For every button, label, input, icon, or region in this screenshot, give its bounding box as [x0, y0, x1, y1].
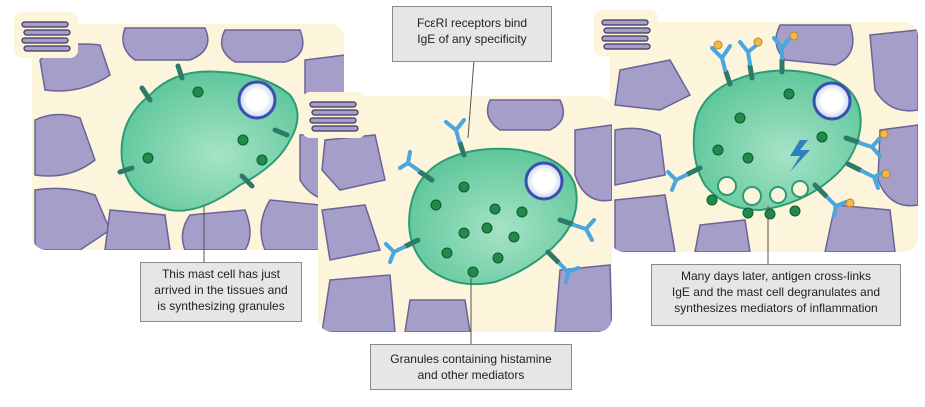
caption-panel-2-top: FcεRI receptors bind IgE of any specific… — [392, 6, 552, 62]
ige-antibodies — [384, 118, 596, 284]
caption-line: IgE of any specificity — [417, 32, 527, 46]
fc-receptors — [117, 63, 290, 189]
nucleus — [812, 81, 852, 121]
granules — [706, 88, 828, 220]
tissue-layers-icon — [594, 10, 658, 56]
nucleus — [524, 161, 564, 201]
caption-line: Granules containing histamine — [390, 352, 552, 366]
tissue-layers-icon — [14, 12, 78, 58]
antigens — [713, 31, 891, 208]
panel-2 — [302, 59, 612, 344]
caption-line: IgE and the mast cell degranulates and — [671, 285, 881, 299]
ige-antibodies — [666, 36, 886, 218]
caption-line: Many days later, antigen cross-links — [680, 269, 872, 283]
nucleus — [237, 80, 277, 120]
tissue-layers-icon — [302, 92, 366, 138]
caption-panel-1: This mast cell has just arrived in the t… — [140, 262, 302, 322]
caption-line: arrived in the tissues and — [154, 283, 288, 297]
panel-1 — [14, 12, 344, 262]
caption-panel-3: Many days later, antigen cross-links IgE… — [651, 264, 901, 326]
caption-line: FcεRI receptors bind — [416, 16, 528, 30]
caption-line: and other mediators — [417, 368, 525, 382]
panel-3 — [594, 10, 918, 264]
panel-2-tissue-cells — [321, 99, 612, 332]
activation-signal-icon — [790, 140, 810, 172]
caption-line: This mast cell has just — [161, 267, 281, 281]
granules — [142, 86, 268, 166]
caption-panel-2-bottom: Granules containing histamine and other … — [370, 344, 572, 390]
caption-line: synthesizes mediators of inflammation — [674, 301, 878, 315]
caption-2-top-pointer — [467, 59, 475, 139]
degranulation-vesicles — [717, 176, 809, 206]
caption-line: is synthesizing granules — [157, 299, 285, 313]
granules — [430, 181, 528, 278]
panel-3-tissue-cells — [614, 24, 918, 252]
